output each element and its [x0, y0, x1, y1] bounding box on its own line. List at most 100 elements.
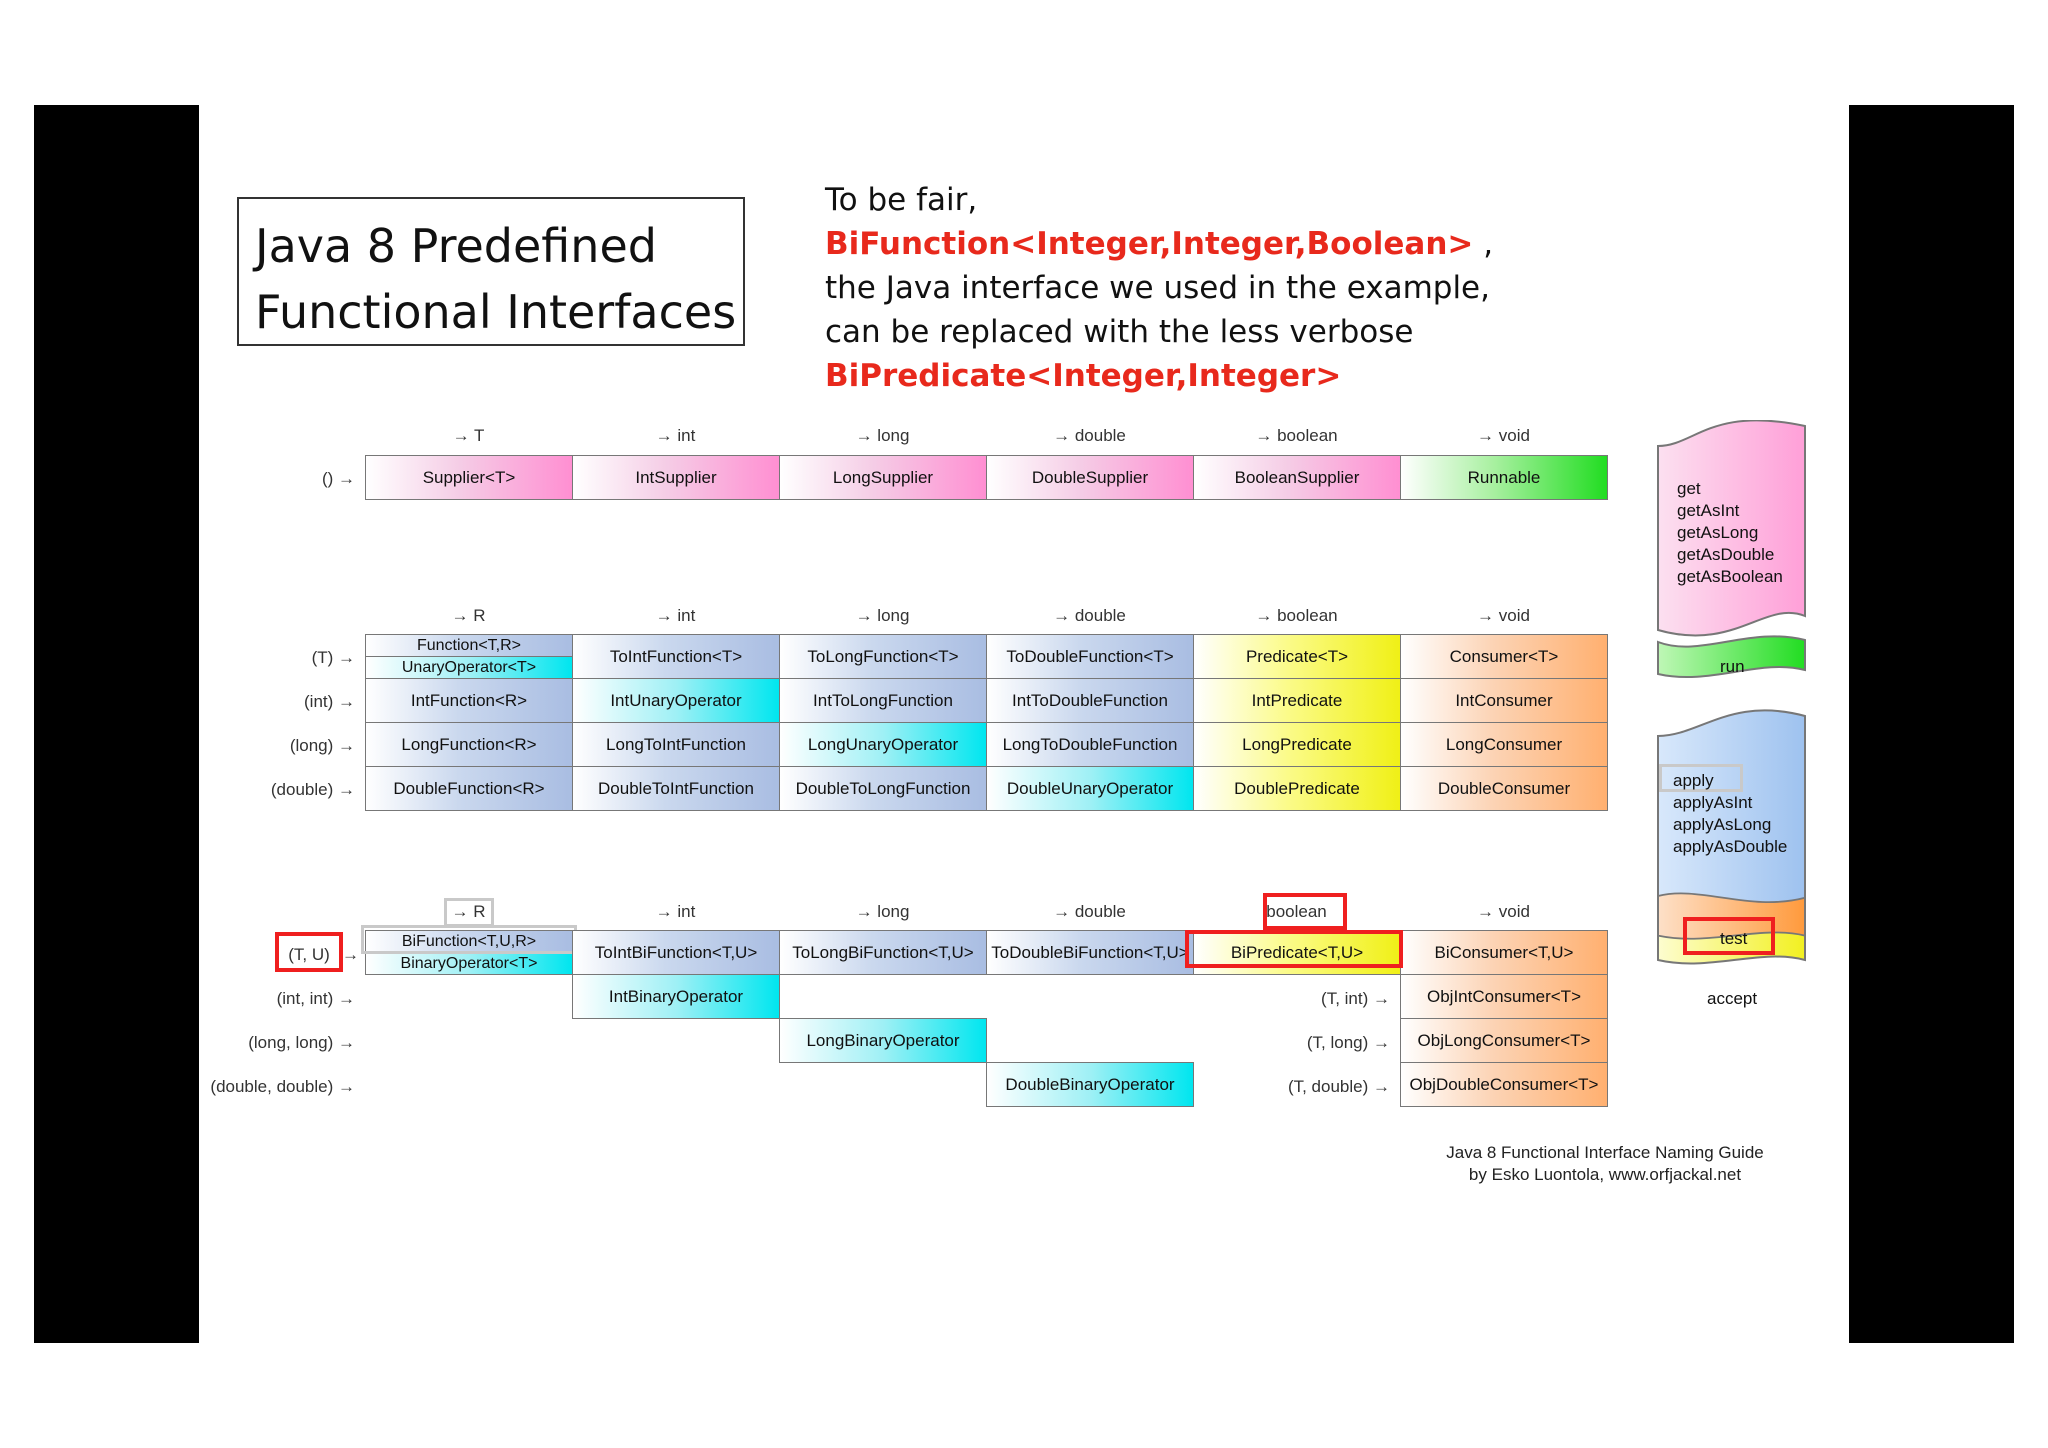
- method-apply-as-double: applyAsDouble: [1673, 837, 1788, 856]
- cell-int-unary-operator: IntUnaryOperator: [572, 678, 780, 723]
- cell-to-int-function: ToIntFunction<T>: [572, 634, 780, 679]
- s3-header-1: → int: [655, 902, 696, 921]
- s3-header-3: → double: [1053, 902, 1126, 921]
- r-header-highlight: [444, 898, 494, 927]
- note-bipredicate: BiPredicate<Integer,Integer>: [825, 358, 1342, 394]
- cell-double-supplier: DoubleSupplier: [986, 455, 1194, 500]
- cell-to-long-function: ToLongFunction<T>: [779, 634, 987, 679]
- s2-row-label-3: (double) →: [270, 780, 355, 799]
- cell-to-double-bifunction: ToDoubleBiFunction<T,U>: [986, 930, 1194, 975]
- cell-to-double-function: ToDoubleFunction<T>: [986, 634, 1194, 679]
- cell-to-long-bifunction: ToLongBiFunction<T,U>: [779, 930, 987, 975]
- s2-header-3: → double: [1053, 606, 1126, 625]
- cell-long-to-int-function: LongToIntFunction: [572, 722, 780, 767]
- cell-boolean-supplier: BooleanSupplier: [1193, 455, 1401, 500]
- get-methods: get getAsInt getAsLong getAsDouble getAs…: [1677, 478, 1783, 588]
- cell-long-predicate: LongPredicate: [1193, 722, 1401, 767]
- cell-int-binary-operator: IntBinaryOperator: [572, 974, 780, 1019]
- credit-line-1: Java 8 Functional Interface Naming Guide: [1446, 1143, 1764, 1162]
- cell-long-to-double-function: LongToDoubleFunction: [986, 722, 1194, 767]
- cell-int-predicate: IntPredicate: [1193, 678, 1401, 723]
- cell-long-binary-operator: LongBinaryOperator: [779, 1018, 987, 1063]
- method-get-as-long: getAsLong: [1677, 523, 1759, 542]
- apply-methods: apply applyAsInt applyAsLong applyAsDoub…: [1673, 770, 1787, 858]
- method-accept: accept: [1707, 989, 1758, 1008]
- get-banner: [1657, 420, 1806, 637]
- cell-int-to-double-function: IntToDoubleFunction: [986, 678, 1194, 723]
- method-test: test: [1720, 929, 1748, 948]
- cell-int-function: IntFunction<R>: [365, 678, 573, 723]
- s3-header-4: boolean: [1266, 902, 1327, 921]
- cell-double-to-int-function: DoubleToIntFunction: [572, 766, 780, 811]
- run-banner: [1657, 635, 1806, 678]
- title-line-2: Functional Interfaces: [255, 285, 737, 339]
- cell-predicate: Predicate<T>: [1193, 634, 1401, 679]
- s1-row-label: () →: [321, 469, 355, 488]
- cell-double-predicate: DoublePredicate: [1193, 766, 1401, 811]
- title-line-1: Java 8 Predefined: [255, 219, 657, 273]
- slide-title: Java 8 Predefined Functional Interfaces: [237, 197, 745, 346]
- s3-header-5: → void: [1477, 902, 1530, 921]
- consumer-label-long: (T, long) →: [1306, 1033, 1390, 1052]
- cell-to-int-bifunction: ToIntBiFunction<T,U>: [572, 930, 780, 975]
- bipredicate-highlight: [1185, 930, 1403, 968]
- s3-header-2: → long: [855, 902, 910, 921]
- method-apply: apply: [1673, 771, 1714, 790]
- s1-header-4: → boolean: [1255, 426, 1338, 445]
- s3-row-label-2: (long, long) →: [248, 1033, 355, 1052]
- left-letterbox: [34, 105, 199, 1343]
- cell-biconsumer: BiConsumer<T,U>: [1400, 930, 1608, 975]
- arrow-glyph: →: [342, 945, 359, 964]
- method-get-as-boolean: getAsBoolean: [1677, 567, 1783, 586]
- consumer-label-int: (T, int) →: [1321, 989, 1390, 1008]
- accept-banner: [1657, 892, 1806, 940]
- s3-row-label-3: (double, double) →: [210, 1077, 355, 1096]
- method-run: run: [1720, 657, 1745, 676]
- credit-line-2: by Esko Luontola, www.orfjackal.net: [1468, 1165, 1742, 1184]
- bifunction-highlight: [361, 925, 577, 954]
- apply-highlight: [1659, 764, 1743, 792]
- note-suffix: ,: [1473, 226, 1494, 262]
- cell-int-consumer: IntConsumer: [1400, 678, 1608, 723]
- note-prefix: To be fair,: [825, 182, 978, 218]
- s2-header-0: → R: [451, 606, 486, 625]
- cell-double-binary-operator: DoubleBinaryOperator: [986, 1062, 1194, 1107]
- method-get-as-int: getAsInt: [1677, 501, 1740, 520]
- method-get: get: [1677, 479, 1701, 498]
- cell-unary-operator: UnaryOperator<T>: [365, 656, 573, 679]
- s1-header-2: → long: [855, 426, 910, 445]
- method-get-as-double: getAsDouble: [1677, 545, 1775, 564]
- cell-long-function: LongFunction<R>: [365, 722, 573, 767]
- note-line-3: can be replaced with the less verbose: [825, 314, 1414, 350]
- cell-long-unary-operator: LongUnaryOperator: [779, 722, 987, 767]
- cell-long-consumer: LongConsumer: [1400, 722, 1608, 767]
- tu-highlight: [275, 932, 343, 972]
- s2-row-label-0: (T) →: [311, 648, 355, 667]
- s1-header-5: → void: [1477, 426, 1530, 445]
- s1-header-1: → int: [655, 426, 696, 445]
- s3-row-label-0: (T, U): [288, 945, 330, 964]
- s2-header-2: → long: [855, 606, 910, 625]
- note-line-2: the Java interface we used in the exampl…: [825, 270, 1490, 306]
- right-letterbox: [1849, 105, 2014, 1343]
- s2-header-1: → int: [655, 606, 696, 625]
- boolean-header-highlight: [1263, 893, 1347, 930]
- s2-header-4: → boolean: [1255, 606, 1338, 625]
- s3-header-0: → R: [451, 902, 486, 921]
- s1-header-0: → T: [452, 426, 485, 445]
- cell-long-supplier: LongSupplier: [779, 455, 987, 500]
- cell-double-function: DoubleFunction<R>: [365, 766, 573, 811]
- method-apply-as-long: applyAsLong: [1673, 815, 1772, 834]
- cell-consumer: Consumer<T>: [1400, 634, 1608, 679]
- s3-row-label-1: (int, int) →: [276, 989, 355, 1008]
- cell-supplier: Supplier<T>: [365, 455, 573, 500]
- method-apply-as-int: applyAsInt: [1673, 793, 1753, 812]
- cell-function: Function<T,R>: [365, 634, 573, 657]
- cell-obj-double-consumer: ObjDoubleConsumer<T>: [1400, 1062, 1608, 1107]
- cell-binary-operator: BinaryOperator<T>: [365, 952, 573, 975]
- cell-int-to-long-function: IntToLongFunction: [779, 678, 987, 723]
- cell-int-supplier: IntSupplier: [572, 455, 780, 500]
- cell-runnable: Runnable: [1400, 455, 1608, 500]
- cell-double-to-long-function: DoubleToLongFunction: [779, 766, 987, 811]
- cell-double-unary-operator: DoubleUnaryOperator: [986, 766, 1194, 811]
